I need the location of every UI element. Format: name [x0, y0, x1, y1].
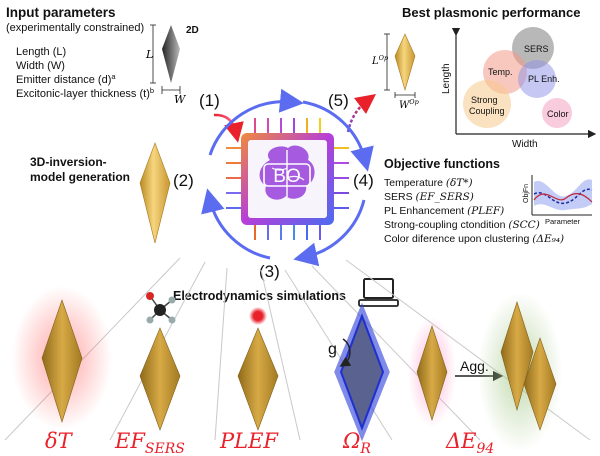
objective-item-color: Color diference upon clustering (ΔE₉₄)	[384, 233, 564, 245]
region-color-label: Color	[547, 109, 569, 119]
input-title: Input parameters	[6, 5, 116, 20]
region-strong-label: Strong	[471, 95, 498, 105]
g-label: g	[328, 341, 337, 358]
objective-title: Objective functions	[384, 157, 500, 171]
temp-particle	[41, 299, 83, 424]
region-temp-label: Temp.	[488, 67, 513, 77]
computer-icon	[358, 278, 399, 307]
label-L: L	[145, 48, 153, 61]
objective-mini-plot: ObjFn Parameter	[523, 175, 593, 226]
mini-plot-uncertainty	[534, 179, 592, 211]
objective-item-strong-coupling: Strong-coupling ctondition (SCC)	[384, 219, 540, 231]
bo-label: BO	[273, 166, 300, 187]
label-plef: PLEF	[219, 429, 279, 453]
input-parameters: Input parameters (experimentally constra…	[6, 5, 154, 100]
region-strong-coupling	[463, 80, 511, 128]
label-L-op: LOp	[371, 54, 389, 67]
label-2d: 2D	[186, 25, 199, 36]
2d-shape-sketch: 2D L W	[145, 24, 199, 106]
objective-functions: Objective functions Temperature (δT*) SE…	[384, 157, 564, 245]
label-omega-r: ΩR	[342, 429, 371, 456]
input-item-thickness: Excitonic-layer thickness (t)b	[16, 86, 154, 100]
bo-cycle: BO	[201, 88, 374, 267]
map-xlabel: Width	[512, 139, 538, 150]
label-delta-t: δT	[45, 429, 74, 453]
simulations-title: Electrodynamics simulations	[173, 289, 346, 303]
step-1-label: (1)	[199, 91, 220, 110]
label-ef-sers: EFSERS	[114, 429, 185, 456]
region-color	[542, 98, 572, 128]
input-subtitle: (experimentally constrained)	[6, 22, 144, 34]
objective-item-sers: SERS (EF_SERS)	[384, 191, 474, 203]
single-particle	[416, 325, 448, 422]
label-delta-e94: ΔE94	[445, 429, 494, 456]
region-pl	[518, 60, 556, 98]
region-pl-label: PL Enh.	[528, 74, 560, 84]
generation-title-line2: model generation	[30, 170, 130, 184]
mini-plot-mean	[533, 188, 593, 204]
step-1-arrow	[213, 113, 244, 143]
region-sers-label: SERS	[524, 44, 549, 54]
input-item-emitter-distance: Emitter distance (d)a	[16, 72, 116, 86]
objective-item-temperature: Temperature (δT*)	[384, 177, 473, 189]
bottom-row: δT EFSERS PLEF g ΩR Agg.	[12, 286, 562, 456]
chip-pins	[226, 118, 349, 240]
cycle-arrow-bottom	[293, 199, 366, 267]
cycle-arrow-left	[201, 188, 271, 260]
label-W: W	[174, 93, 187, 106]
region-sers	[512, 27, 554, 69]
sers-particle	[139, 327, 181, 431]
step-5-arrow	[346, 93, 376, 133]
coupling-arrow	[339, 338, 352, 367]
cycle-arrow-top	[208, 88, 304, 156]
objective-item-pl: PL Enhancement (PLEF)	[384, 205, 504, 217]
strong-coupling-halo	[334, 302, 390, 442]
optimal-shape-sketch: LOp WOp	[371, 33, 420, 111]
pl-particle	[237, 327, 279, 431]
cycle-arrow-right	[302, 100, 374, 172]
best-title: Best plasmonic performance	[402, 5, 580, 20]
optimal-gold-shape	[394, 33, 416, 92]
2d-rhombus	[162, 25, 180, 83]
cluster-particle-1	[500, 301, 534, 412]
generation-title-line1: 3D-inversion-	[30, 155, 107, 169]
3d-model-gold	[139, 142, 171, 244]
mini-plot-truth	[533, 193, 593, 203]
step-3-label: (3)	[259, 262, 280, 281]
input-item-length: Length (L)	[16, 46, 66, 58]
region-coupling-label: Coupling	[469, 106, 505, 116]
molecule-icon	[146, 292, 176, 324]
mini-plot-ylabel: ObjFn	[523, 184, 530, 203]
cluster-particle-2	[523, 337, 557, 431]
map-ylabel: Length	[441, 63, 452, 94]
input-item-width: Width (W)	[16, 60, 65, 72]
mini-plot-xlabel: Parameter	[545, 217, 581, 226]
label-W-op: WOp	[399, 98, 420, 111]
performance-map: Length Width SERS Temp. PL Enh. Strong C…	[441, 27, 597, 150]
step-5-label: (5)	[328, 91, 349, 110]
strong-coupling-particle	[339, 313, 385, 431]
emitter-dot	[249, 307, 267, 325]
step-4-label: (4)	[353, 171, 374, 190]
step-2-label: (2)	[173, 171, 194, 190]
